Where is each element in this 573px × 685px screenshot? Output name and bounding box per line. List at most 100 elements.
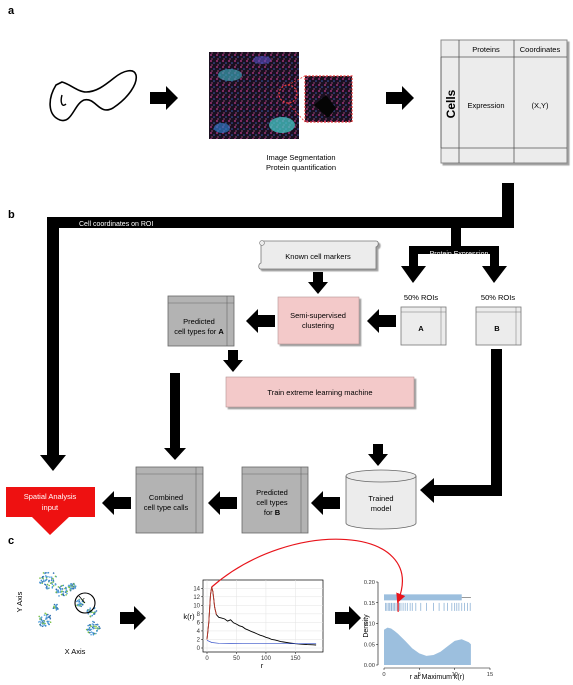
tissue-zoom-inset xyxy=(287,75,353,123)
cell-scatter-map: r Y Axis X Axis xyxy=(15,564,104,656)
panel-label-c: c xyxy=(8,535,14,547)
scatter-cell-dot xyxy=(87,612,90,615)
scatter-cell-dot xyxy=(61,588,64,590)
trained-model-cylinder: Trained model xyxy=(345,469,417,530)
scatter-cell-dot xyxy=(90,628,93,631)
scatter-cell-dot xyxy=(45,575,47,577)
trained-model-label-2: model xyxy=(371,504,392,513)
scatter-cell-dot xyxy=(39,577,41,579)
train-elm-box: Train extreme learning machine xyxy=(225,376,415,408)
scatter-cell-dot xyxy=(39,620,41,623)
kr-ytick-label: 0 xyxy=(197,646,201,652)
scatter-cell-dot xyxy=(92,620,94,623)
scatter-cell-dot xyxy=(45,579,47,581)
scatter-cell-dot xyxy=(42,622,44,625)
arrow-predB-to-combined xyxy=(208,491,237,515)
scatter-cell-dot xyxy=(47,575,49,578)
arrow-roiA-to-cluster xyxy=(367,309,396,333)
arrow-model-to-predB xyxy=(311,491,340,515)
predicted-a-box: Predicted cell types for A xyxy=(167,295,235,347)
arrow-a1 xyxy=(150,86,178,110)
scatter-cell-dot xyxy=(43,614,46,616)
kr-ytick-label: 10 xyxy=(193,603,200,609)
scatter-cell-dot xyxy=(91,614,93,617)
roi-a-label: 50% ROIs xyxy=(404,293,438,302)
scatter-cell-dot xyxy=(98,625,100,628)
scatter-cell-dot xyxy=(92,623,95,626)
scatter-cell-dot xyxy=(43,624,45,627)
scatter-xlabel: X Axis xyxy=(65,647,86,656)
scatter-cell-dot xyxy=(38,615,40,618)
scatter-cell-dot xyxy=(62,593,65,595)
scatter-cell-dot xyxy=(55,606,57,608)
scatter-cell-dot xyxy=(50,579,53,582)
kr-xtick-label: 0 xyxy=(205,656,209,662)
table-col-proteins: Proteins xyxy=(472,45,500,54)
roi-a-letter: A xyxy=(418,324,424,333)
scatter-cell-dot xyxy=(60,591,63,593)
arrow-train-to-model xyxy=(368,444,388,466)
roi-b-label: 50% ROIs xyxy=(481,293,515,302)
density-xtick-label: 15 xyxy=(487,672,493,678)
scatter-cell-dot xyxy=(50,582,52,584)
scatter-cell-dot xyxy=(51,583,54,585)
scatter-cell-dot xyxy=(40,618,43,620)
scatter-cell-dot xyxy=(86,610,88,612)
scatter-cell-dot xyxy=(57,586,60,588)
density-ylabel: Density xyxy=(363,614,370,638)
scatter-cell-dot xyxy=(53,603,56,606)
pancreas-outline xyxy=(49,69,137,122)
label-cell-coordinates: Cell coordinates on ROI xyxy=(79,221,153,228)
scatter-cell-dot xyxy=(70,587,72,589)
scatter-cell-dot xyxy=(81,604,84,606)
scatter-cell-dot xyxy=(74,587,77,589)
scatter-cell-dot xyxy=(87,631,90,633)
scatter-cell-dot xyxy=(47,616,49,619)
panel-label-a: a xyxy=(8,5,15,17)
table-row-cells: Cells xyxy=(444,89,458,118)
scatter-cell-dot xyxy=(95,610,98,612)
scatter-cell-dot xyxy=(41,576,44,578)
scatter-cell-dot xyxy=(70,583,72,585)
scatter-cell-dot xyxy=(44,584,47,586)
scatter-cell-dot xyxy=(42,572,45,574)
scatter-cell-dot xyxy=(46,620,48,623)
density-xtick-label: 5 xyxy=(418,672,421,678)
scatter-cell-dot xyxy=(71,584,73,586)
scatter-cell-dot xyxy=(51,587,54,589)
scatter-cell-dot xyxy=(67,584,70,587)
scatter-cell-dot xyxy=(91,611,93,613)
scatter-cell-dot xyxy=(90,633,92,636)
scatter-cell-dot xyxy=(86,629,89,632)
scatter-cell-dot xyxy=(74,585,77,587)
scatter-cell-dot xyxy=(49,621,52,623)
density-xtick-label: 0 xyxy=(382,672,385,678)
scatter-cell-dot xyxy=(47,572,49,574)
scatter-cell-dot xyxy=(69,589,71,591)
scatter-cell-dot xyxy=(40,579,43,582)
kr-xtick-label: 150 xyxy=(290,656,301,662)
scatter-cell-dot xyxy=(51,585,54,588)
scatter-cell-dot xyxy=(78,601,80,603)
data-table: Proteins Coordinates Cells Expression (X… xyxy=(440,39,568,164)
semi-supervised-label-2: clustering xyxy=(302,321,334,330)
scatter-cell-dot xyxy=(42,577,44,580)
label-protein-expression: Protein Expression xyxy=(430,251,489,258)
scatter-cell-dot xyxy=(41,581,44,583)
arrow-c2 xyxy=(335,606,361,630)
scatter-cell-dot xyxy=(62,584,65,587)
scatter-cell-dot xyxy=(89,607,91,609)
scatter-cell-dot xyxy=(55,604,57,606)
scatter-cell-dot xyxy=(44,612,46,615)
scatter-cell-dot xyxy=(54,584,57,586)
scatter-cell-dot xyxy=(49,614,51,617)
scatter-cell-dot xyxy=(96,629,98,632)
scatter-cell-dot xyxy=(53,605,55,608)
scatter-cell-dot xyxy=(93,625,95,627)
scatter-cell-dot xyxy=(50,576,53,578)
scatter-cell-dot xyxy=(88,626,91,629)
known-cell-markers-box: Known cell markers xyxy=(258,240,379,270)
scatter-cell-dot xyxy=(48,587,50,589)
scatter-cell-dot xyxy=(89,629,91,631)
scatter-cell-dot xyxy=(45,614,48,617)
